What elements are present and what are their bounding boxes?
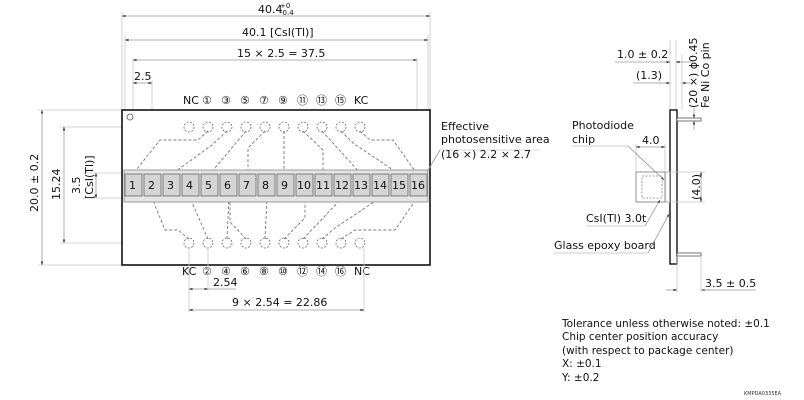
element-6: 6 <box>224 179 231 192</box>
svg-text:⑥: ⑥ <box>240 265 250 278</box>
dim-overall-width-tol-lower: -0.4 <box>280 9 294 17</box>
svg-text:⑦: ⑦ <box>259 94 269 107</box>
dim-pitch-total: 15 × 2.5 = 37.5 <box>237 47 325 60</box>
board-label: Glass epoxy board <box>554 239 656 252</box>
top-pin-labels: NC ① ③ ⑤ ⑦ ⑨ ⑪ ⑬ ⑮ KC <box>183 94 369 107</box>
dim-csi-height: 3.5 <box>70 177 83 195</box>
element-8: 8 <box>262 179 269 192</box>
front-view: 40.4 +0 -0.4 40.1 [CsI(Tl)] 15 × 2.5 = 3… <box>28 2 550 312</box>
svg-text:NC: NC <box>354 265 370 278</box>
note-line: Tolerance unless otherwise noted: ±0.1 <box>562 318 770 330</box>
svg-text:⑮: ⑮ <box>335 94 346 107</box>
element-12: 12 <box>335 179 349 192</box>
element-11: 11 <box>316 179 330 192</box>
svg-text:①: ① <box>202 94 212 107</box>
dim-pin-lead: 1.0 ± 0.2 <box>617 48 668 61</box>
element-2: 2 <box>148 179 155 192</box>
element-5: 5 <box>205 179 212 192</box>
bottom-pin-lead <box>676 252 702 257</box>
svg-text:NC: NC <box>183 94 199 107</box>
element-1: 1 <box>129 179 136 192</box>
svg-text:⑪: ⑪ <box>297 94 308 107</box>
dim-csi-height-label: [CsI(Tl)] <box>83 155 96 199</box>
element-16: 16 <box>411 179 425 192</box>
photodiode-chip <box>664 171 671 203</box>
svg-text:Photodiode: Photodiode <box>572 119 634 132</box>
dim-csi-width: 40.1 [CsI(Tl)] <box>242 26 314 39</box>
top-pin-lead <box>676 117 702 122</box>
svg-text:chip: chip <box>572 133 595 146</box>
dim-pin-pitch-total: 9 × 2.54 = 22.86 <box>232 296 327 309</box>
dim-overall-width: 40.4 <box>258 3 283 16</box>
element-3: 3 <box>167 179 174 192</box>
dim-pin-pitch: 2.54 <box>213 276 238 289</box>
bottom-traces <box>151 197 418 240</box>
dim-chip-height: (4.0) <box>690 174 703 200</box>
element-13: 13 <box>354 179 368 192</box>
svg-text:Effective: Effective <box>441 120 489 133</box>
pin-spec-line1: (20 ×) ϕ0.45 <box>687 37 700 108</box>
svg-text:⑨: ⑨ <box>278 94 288 107</box>
dim-chip-depth: 4.0 <box>642 134 660 147</box>
note-line: (with respect to package center) <box>562 344 734 357</box>
svg-text:⑭: ⑭ <box>316 265 327 278</box>
effective-area-callout: Effective photosensitive area (16 ×) 2.2… <box>441 120 550 161</box>
element-array: 1 2 3 4 5 6 7 8 9 10 11 12 13 14 15 16 <box>124 173 428 197</box>
glass-epoxy-board <box>669 109 678 265</box>
dim-pin-length: 3.5 ± 0.5 <box>705 277 756 290</box>
tolerance-notes: Tolerance unless otherwise noted: ±0.1 C… <box>562 318 770 385</box>
note-line: Chip center position accuracy <box>562 331 719 344</box>
element-10: 10 <box>297 179 311 192</box>
element-9: 9 <box>281 179 288 192</box>
note-line: X: ±0.1 <box>562 358 602 371</box>
dim-pin-ref: (1.3) <box>636 69 662 82</box>
csi-label: CsI(Tl) 3.0t <box>586 212 647 225</box>
svg-text:③: ③ <box>221 94 231 107</box>
note-line: Y: ±0.2 <box>562 371 600 384</box>
dim-pin-row-spacing: 15.24 <box>50 169 63 201</box>
svg-text:⑩: ⑩ <box>278 265 288 278</box>
svg-text:②: ② <box>202 265 212 278</box>
top-pin-row <box>183 121 366 133</box>
element-7: 7 <box>243 179 250 192</box>
svg-text:⑬: ⑬ <box>316 94 327 107</box>
photodiode-label: Photodiode chip <box>572 119 634 146</box>
side-view: 1.0 ± 0.2 (1.3) (20 ×) ϕ0.45 Fe Ni Co pi… <box>554 37 756 292</box>
svg-text:(16 ×) 2.2 × 2.7: (16 ×) 2.2 × 2.7 <box>441 148 531 161</box>
top-traces <box>132 130 418 175</box>
svg-text:photosensitive area: photosensitive area <box>441 133 550 146</box>
csi-scintillator <box>635 171 666 203</box>
svg-text:⑧: ⑧ <box>259 265 269 278</box>
element-14: 14 <box>373 179 387 192</box>
pin-spec-line2: Fe Ni Co pin <box>699 42 712 108</box>
bottom-pin-labels: KC ② ④ ⑥ ⑧ ⑩ ⑫ ⑭ ⑯ NC <box>182 265 370 278</box>
dim-overall-width-tol-upper: +0 <box>280 2 290 10</box>
svg-text:⑯: ⑯ <box>335 265 346 278</box>
svg-text:④: ④ <box>221 265 231 278</box>
drawing-code: KMPDA0335EA <box>744 391 782 397</box>
dim-overall-height: 20.0 ± 0.2 <box>28 154 41 212</box>
svg-text:⑤: ⑤ <box>240 94 250 107</box>
index-mark-icon <box>126 113 134 121</box>
svg-text:KC: KC <box>354 94 369 107</box>
element-4: 4 <box>186 179 193 192</box>
dim-pitch: 2.5 <box>134 70 152 83</box>
element-15: 15 <box>392 179 406 192</box>
svg-text:⑫: ⑫ <box>297 265 308 278</box>
